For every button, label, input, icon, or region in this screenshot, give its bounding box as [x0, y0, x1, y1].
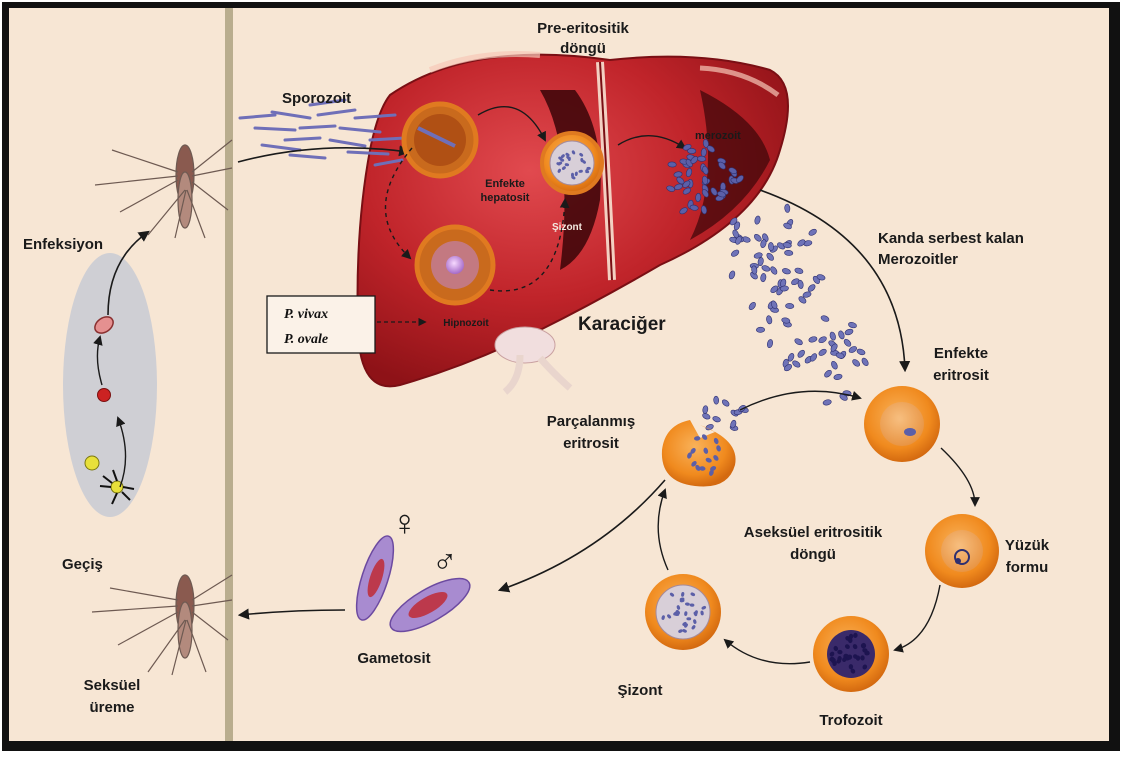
merozoite-dot — [686, 617, 691, 620]
label-parcalanmis-line1: Parçalanmış — [547, 413, 635, 430]
infected-hepatocyte-1 — [404, 104, 476, 176]
species-vivax: P. vivax — [284, 307, 328, 322]
label-seksuel-line2: üreme — [89, 699, 134, 716]
merozoite-dot — [785, 303, 794, 309]
label-seksuel-line1: Seksüel — [84, 677, 141, 694]
zygote-icon — [85, 456, 99, 470]
label-sporozoit: Sporozoit — [282, 90, 351, 107]
divider-line — [225, 8, 233, 741]
hypnozoite-cell — [417, 227, 493, 303]
label-pre-cycle-line2: döngü — [560, 40, 606, 57]
label-aseksuel-line2: döngü — [790, 546, 836, 563]
label-kanda-line1: Kanda serbest kalan — [878, 230, 1024, 247]
label-gecis: Geçiş — [62, 556, 103, 573]
liver-schizont — [542, 133, 602, 193]
label-yuzuk-line2: formu — [1006, 559, 1049, 576]
female-icon: ♀ — [391, 502, 418, 543]
label-enfeksiyon: Enfeksiyon — [23, 236, 103, 253]
merozoite-dot — [784, 204, 790, 213]
merozoite-dot — [756, 327, 765, 332]
label-enfekte-eritrosit-line2: eritrosit — [933, 367, 989, 384]
label-enfekte-hepatosit-line1: Enfekte — [485, 178, 525, 190]
species-ovale: P. ovale — [284, 332, 328, 347]
merozoite-dot — [697, 156, 706, 162]
merozoite-dot — [687, 148, 696, 153]
label-kanda-line2: Merozoitler — [878, 251, 958, 268]
label-aseksuel-line1: Aseksüel eritrositik — [744, 524, 883, 541]
label-enfekte-hepatosit-line2: hepatosit — [481, 192, 530, 204]
label-karaciger: Karaciğer — [578, 314, 666, 335]
merozoite-dot — [768, 242, 774, 251]
merozoite-dot — [695, 193, 701, 202]
merozoite-dot — [780, 285, 789, 291]
label-enfekte-eritrosit-line1: Enfekte — [934, 345, 988, 362]
merozoite-dot — [784, 250, 793, 256]
rbc-trophozoite — [813, 616, 889, 692]
rbc-schizont — [645, 574, 721, 650]
label-sizont-blood: Şizont — [618, 682, 663, 699]
merozoite-dot — [713, 396, 719, 404]
ookinete-icon — [98, 389, 111, 402]
merozoite-dot — [701, 148, 707, 157]
label-trofozoit: Trofozoit — [819, 712, 882, 729]
label-pre-cycle-line1: Pre-eritositik — [537, 20, 629, 37]
label-yuzuk-line1: Yüzük — [1005, 537, 1050, 554]
merozoite-dot — [668, 162, 677, 168]
label-sizont-liver: Şizont — [552, 222, 583, 233]
label-parcalanmis-line2: eritrosit — [563, 435, 619, 452]
rbc-infected — [864, 386, 940, 462]
rbc-ring-form — [925, 514, 999, 588]
label-gametosit: Gametosit — [357, 650, 430, 667]
label-merozoit: merozoit — [695, 130, 741, 142]
label-hipnozoit: Hipnozoit — [443, 318, 489, 329]
male-icon: ♂ — [432, 543, 458, 581]
